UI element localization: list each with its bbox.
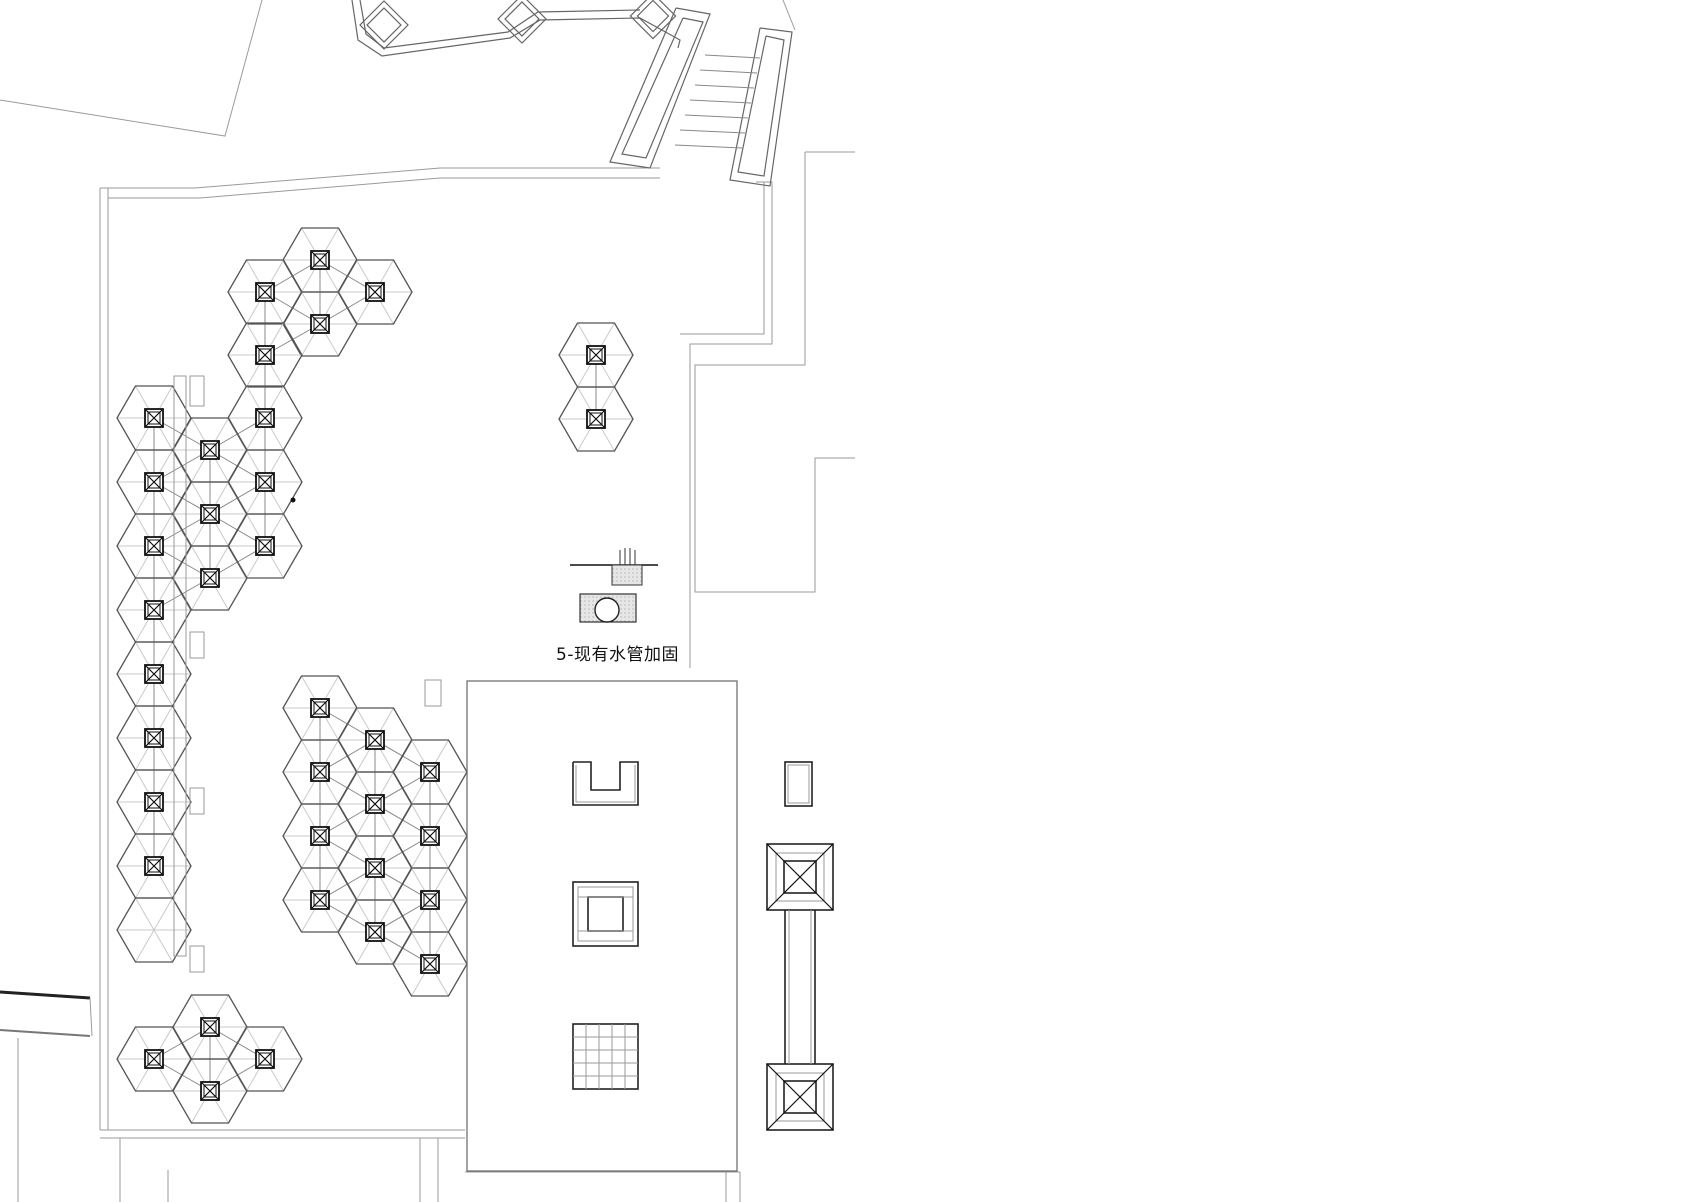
square-column-icon (365, 282, 385, 302)
hexagon-module (392, 931, 468, 997)
rectangular-deck (466, 680, 738, 1172)
square-column-icon (310, 762, 330, 782)
hexagon-module (172, 1058, 248, 1124)
square-column-icon (310, 698, 330, 718)
square-column-icon (255, 472, 275, 492)
square-column-icon (200, 1017, 220, 1037)
square-column-icon (144, 664, 164, 684)
square-column-icon (200, 568, 220, 588)
upper-terrace-structure (351, 0, 793, 187)
u-shaped-seat (572, 761, 639, 806)
hexagon-module (282, 227, 358, 293)
square-column-icon (255, 408, 275, 428)
square-column-icon (144, 472, 164, 492)
square-column-icon (365, 922, 385, 942)
hexagon-module (558, 322, 634, 388)
pipe-reinforcement-detail-icon (570, 548, 658, 623)
square-column-icon (200, 440, 220, 460)
square-column-icon (144, 856, 164, 876)
square-column-icon (365, 794, 385, 814)
square-column-icon (586, 409, 606, 429)
annotation-label: 5-现有水管加固 (556, 645, 679, 665)
square-column-icon (586, 345, 606, 365)
square-column-icon (365, 858, 385, 878)
existing-site-outline (0, 0, 855, 1202)
marker-dot (290, 497, 296, 503)
square-column-icon (255, 282, 275, 302)
hexagon-module (227, 513, 303, 579)
hexagonal-planter-modules (116, 227, 634, 1124)
hexagon-module (116, 1026, 192, 1092)
hexagon-module (116, 385, 192, 451)
square-column-icon (144, 728, 164, 748)
hexagon-module (337, 707, 413, 773)
walkway-ladders (173, 375, 442, 973)
square-column-icon (310, 250, 330, 270)
square-column-icon (200, 504, 220, 524)
square-column-icon (420, 890, 440, 910)
square-column-icon (255, 1049, 275, 1069)
square-column-icon (420, 826, 440, 846)
hexagon-module (116, 641, 192, 707)
hexagon-module (116, 897, 192, 963)
hexagon-module (558, 386, 634, 452)
square-column-icon (310, 890, 330, 910)
square-column-icon (144, 792, 164, 812)
pavilion-pair (766, 843, 834, 1131)
hexagon-module (116, 705, 192, 771)
square-column-icon (144, 408, 164, 428)
square-column-icon (310, 826, 330, 846)
grid-planter (572, 1023, 639, 1090)
square-column-icon (365, 730, 385, 750)
square-planter-frame (572, 881, 639, 947)
square-column-icon (255, 345, 275, 365)
hexagon-module (392, 803, 468, 869)
hexagon-module (282, 675, 358, 741)
hexagon-module (227, 1026, 303, 1092)
square-column-icon (420, 762, 440, 782)
square-column-icon (200, 1081, 220, 1101)
square-column-icon (255, 536, 275, 556)
square-column-icon (144, 600, 164, 620)
square-column-icon (310, 314, 330, 334)
hexagon-module (337, 259, 413, 325)
square-column-icon (144, 536, 164, 556)
hexagon-module (227, 322, 303, 388)
hexagon-module (116, 449, 192, 515)
square-column-icon (144, 1049, 164, 1069)
small-bench (784, 761, 813, 807)
hexagon-module (282, 803, 358, 869)
square-column-icon (420, 954, 440, 974)
hexagon-module (116, 769, 192, 835)
hexagon-module (116, 513, 192, 579)
